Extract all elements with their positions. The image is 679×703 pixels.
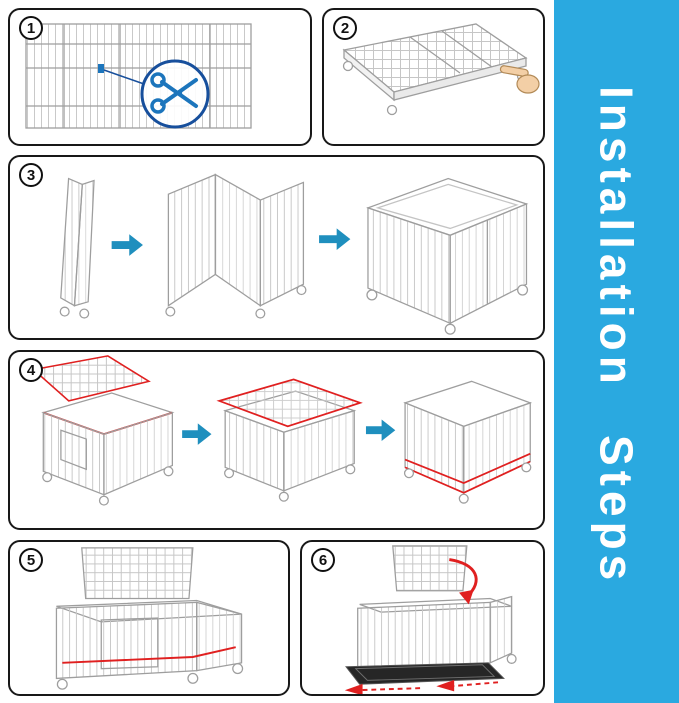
step-panel-2: 2 [322, 8, 545, 146]
step-panel-6: 6 [300, 540, 545, 696]
red-highlight [62, 646, 236, 664]
folded-crate-line-art [25, 23, 252, 129]
tray-slide-arrows [344, 679, 499, 694]
step-number: 2 [333, 16, 357, 40]
step-number: 4 [19, 358, 43, 382]
stage-open-box [366, 177, 529, 335]
banner-word-steps: Steps [590, 434, 643, 586]
red-highlight [404, 460, 531, 494]
callout-line [103, 69, 145, 85]
step3-illustration [59, 173, 529, 335]
stage-bottom-highlighted [403, 380, 533, 504]
step-panel-1: 1 [8, 8, 312, 146]
right-arrow-icon [182, 423, 212, 445]
stage-top-panel-off [31, 355, 175, 506]
banner-word-installation: Installation [590, 86, 643, 389]
step-number: 6 [311, 548, 335, 572]
crate-with-tray [357, 545, 517, 670]
step-panel-3: 3 [8, 155, 545, 340]
flat-folded-crate [342, 23, 528, 116]
step-panel-4: 4 [8, 350, 545, 530]
step5-illustration [55, 547, 244, 690]
right-arrow-icon [319, 228, 351, 250]
step1-illustration [25, 23, 252, 129]
stage-unfolding [165, 173, 307, 319]
step2-illustration [342, 23, 540, 116]
red-highlight [404, 452, 531, 484]
step4-illustration [31, 355, 533, 506]
step-number: 3 [19, 163, 43, 187]
scissors-icon [150, 72, 198, 114]
crate-with-open-top [55, 547, 244, 690]
step-number: 1 [19, 16, 43, 40]
step6-illustration [344, 545, 517, 694]
zip-tie [98, 64, 104, 73]
tray [345, 662, 505, 685]
stage-top-panel-placing [216, 378, 363, 502]
step-panel-5: 5 [8, 540, 290, 696]
sidebar-banner: Installation Steps [554, 0, 679, 703]
right-arrow-icon [365, 419, 396, 441]
pointing-hand-icon [499, 65, 540, 94]
red-curved-arrow-icon [449, 558, 478, 605]
right-arrow-icon [111, 234, 143, 256]
step-number: 5 [19, 548, 43, 572]
stage-folded [59, 177, 95, 319]
